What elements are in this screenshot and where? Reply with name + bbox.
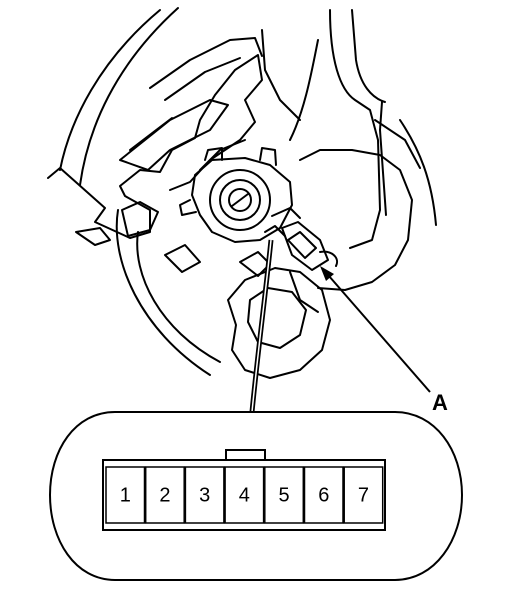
pin-cavity-5 (264, 466, 305, 524)
pin-label-5: 5 (278, 484, 289, 506)
steering-wheel-rim (59, 7, 179, 186)
pin-cavity-2 (144, 466, 185, 524)
pin-cavities: 1 2 3 4 5 6 7 (105, 466, 384, 524)
pin-cavity-3 (184, 466, 225, 524)
connector-a-body (281, 221, 329, 271)
ignition-key-cylinder (209, 169, 271, 231)
column-tube-right (329, 9, 387, 249)
locking-tab (225, 449, 266, 461)
connector-outline (48, 411, 464, 581)
steering-column-illustration (47, 7, 437, 379)
harness-wire (249, 239, 274, 413)
pin-label-2: 2 (159, 484, 170, 506)
connector-face-detail (48, 411, 464, 581)
pin-cavity-4 (224, 466, 265, 524)
pin-cavity-1 (105, 466, 146, 524)
pin-label-7: 7 (358, 484, 369, 506)
column-body-right (299, 149, 413, 291)
ignition-switch-housing (191, 157, 293, 243)
pin-label-6: 6 (318, 484, 329, 506)
callout-a: A (320, 266, 448, 415)
mounting-bracket (227, 267, 331, 379)
pin-label-4: 4 (239, 484, 250, 506)
callout-a-arrowhead (320, 266, 334, 281)
steering-wheel-lower-arc (115, 209, 221, 376)
pin-cavity-6 (303, 466, 344, 524)
pin-label-1: 1 (120, 484, 131, 506)
pin-cavity-7 (343, 466, 384, 524)
callout-a-label: A (432, 390, 448, 415)
callout-a-leader (321, 267, 431, 393)
pin-label-3: 3 (199, 484, 210, 506)
